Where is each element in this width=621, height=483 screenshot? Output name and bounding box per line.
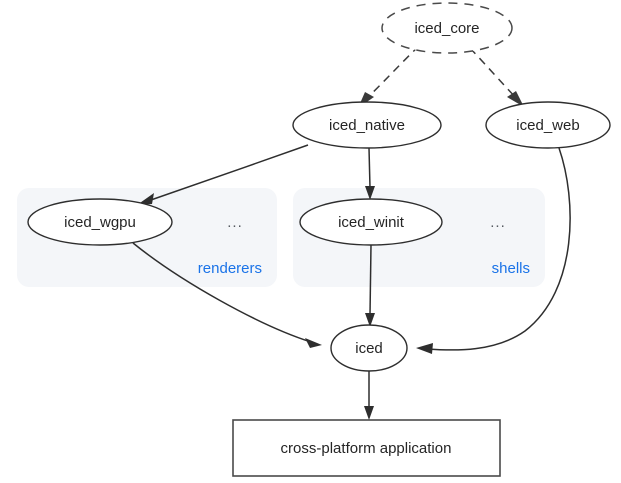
cluster-shells-ellipsis: ... — [490, 214, 506, 231]
cluster-renderers-label: renderers — [198, 260, 262, 277]
node-iced-winit[interactable]: iced_winit — [299, 198, 443, 246]
cluster-renderers-ellipsis: ... — [227, 214, 243, 231]
node-iced-core-label: iced_core — [414, 20, 479, 37]
node-iced-label: iced — [355, 340, 383, 357]
edge-iced-web-to-iced-line — [426, 147, 571, 351]
edge-iced-wgpu-to-iced-arrow — [305, 338, 322, 348]
node-iced-core-shape[interactable] — [381, 2, 513, 54]
node-iced-wgpu-label: iced_wgpu — [64, 214, 136, 231]
node-cross-platform-application[interactable]: cross-platform application — [232, 419, 501, 477]
node-iced-web[interactable]: iced_web — [485, 101, 611, 149]
node-iced-native-shape[interactable] — [292, 101, 442, 149]
node-iced[interactable]: iced — [330, 324, 408, 372]
edge-iced-native-to-iced-winit-line — [368, 147, 371, 189]
edge-iced-winit-to-iced — [365, 244, 375, 327]
node-iced-native[interactable]: iced_native — [292, 101, 442, 149]
edge-iced-wgpu-to-iced-line — [132, 242, 312, 343]
edge-iced-core-to-iced-native — [358, 45, 420, 108]
edge-iced-winit-to-iced-arrow — [365, 313, 375, 327]
node-iced-web-label: iced_web — [516, 117, 579, 134]
edge-iced-core-to-iced-web — [469, 47, 524, 107]
edge-iced-native-to-iced-wgpu-arrow — [137, 193, 154, 205]
edge-iced-native-to-iced-winit-arrow — [365, 186, 375, 200]
edge-iced-winit-to-iced-line — [369, 244, 372, 316]
node-cross-platform-application-shape[interactable] — [232, 419, 501, 477]
edge-iced-core-to-iced-native-line — [365, 45, 420, 100]
cluster-shells-label: shells — [492, 260, 530, 277]
node-iced-winit-label: iced_winit — [338, 214, 405, 231]
edge-iced-core-to-iced-web-line — [469, 47, 517, 99]
edge-iced-native-to-iced-wgpu — [137, 144, 309, 205]
node-iced-winit-shape[interactable] — [299, 198, 443, 246]
edge-iced-native-to-iced-winit — [365, 147, 375, 200]
edge-iced-to-application-arrow — [364, 406, 374, 420]
node-iced-core[interactable]: iced_core — [381, 2, 513, 54]
edge-iced-to-application — [364, 371, 374, 420]
edge-iced-web-to-iced-arrow — [416, 343, 433, 354]
node-iced-wgpu-shape[interactable] — [27, 198, 173, 246]
node-iced-wgpu[interactable]: iced_wgpu — [27, 198, 173, 246]
edge-iced-wgpu-to-iced — [132, 242, 322, 348]
node-iced-shape[interactable] — [330, 324, 408, 372]
edge-iced-core-to-iced-web-arrow — [507, 91, 524, 107]
node-iced-web-shape[interactable] — [485, 101, 611, 149]
node-cross-platform-application-label: cross-platform application — [281, 440, 452, 457]
edge-iced-native-to-iced-wgpu-line — [147, 144, 309, 202]
node-iced-native-label: iced_native — [329, 117, 405, 134]
edge-iced-web-to-iced — [416, 147, 571, 354]
